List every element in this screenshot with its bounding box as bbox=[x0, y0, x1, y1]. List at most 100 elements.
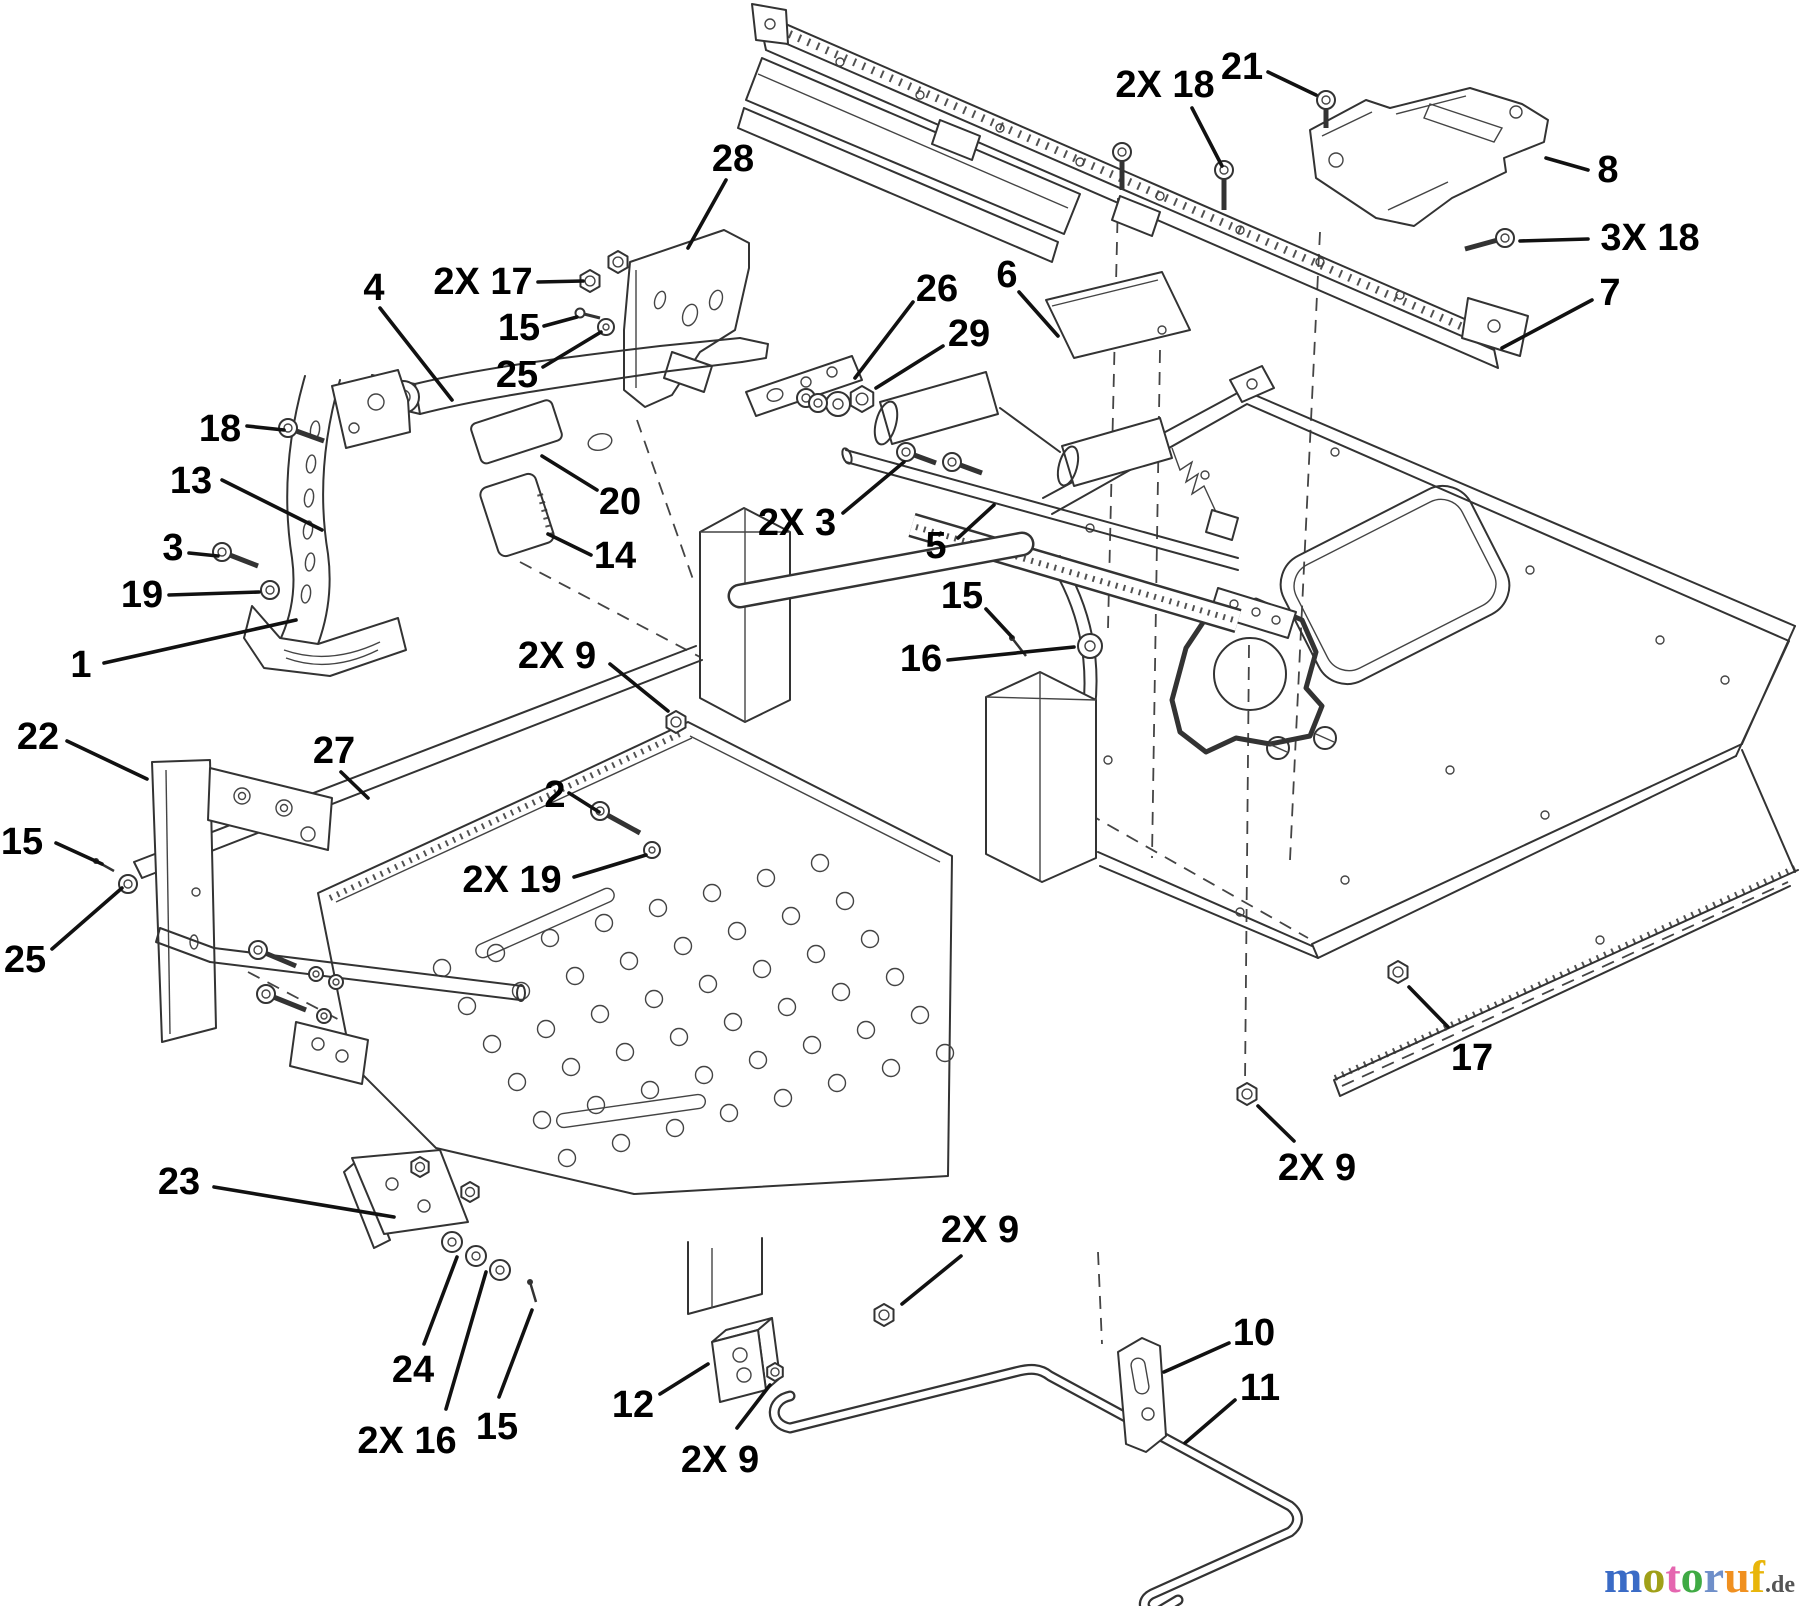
logo-letter: u bbox=[1724, 1551, 1750, 1602]
pan-hole bbox=[673, 936, 693, 956]
support-bracket-part13 bbox=[243, 369, 411, 677]
nut-glyph bbox=[579, 269, 601, 293]
callout-label: 29 bbox=[948, 313, 990, 355]
washer-glyph bbox=[1077, 633, 1103, 659]
callout-label: 13 bbox=[170, 460, 212, 502]
bolt-glyph bbox=[278, 418, 325, 444]
pan-hole bbox=[835, 891, 855, 911]
callout-label: 28 bbox=[712, 138, 754, 180]
washer-glyph bbox=[643, 841, 661, 859]
callout-leader bbox=[422, 1255, 459, 1346]
bolt-glyph bbox=[1214, 160, 1234, 210]
callout-leader bbox=[956, 503, 996, 540]
callout-leader bbox=[853, 300, 915, 380]
callout-leader bbox=[1162, 1341, 1231, 1374]
pan-hole bbox=[727, 921, 747, 941]
callout-leader bbox=[658, 1362, 710, 1396]
washer-glyph bbox=[328, 974, 344, 990]
callout-label: 6 bbox=[996, 254, 1017, 296]
callout-leader bbox=[1544, 156, 1590, 172]
callout-leader bbox=[686, 178, 728, 250]
callout-leader bbox=[1518, 237, 1590, 243]
callout-label: 10 bbox=[1233, 1312, 1275, 1354]
callout-label: 4 bbox=[363, 267, 384, 309]
hardware-glyphs bbox=[93, 90, 1515, 1382]
callout-leader bbox=[50, 886, 124, 951]
callout-label: 1 bbox=[70, 644, 91, 686]
bracket-plate-part8 bbox=[1309, 87, 1549, 227]
pan-hole bbox=[669, 1027, 689, 1047]
callout-leader bbox=[536, 279, 585, 284]
pan-hole bbox=[748, 1050, 768, 1070]
callout-leader bbox=[1190, 106, 1224, 168]
upper-bracket-part28 bbox=[623, 229, 863, 417]
callout-leader bbox=[541, 330, 603, 369]
callout-leader bbox=[65, 739, 149, 781]
nut-glyph bbox=[1236, 1082, 1258, 1106]
frame-rail-part27 bbox=[133, 645, 703, 879]
pan-hole bbox=[586, 1095, 606, 1115]
washer-glyph bbox=[489, 1259, 511, 1281]
callout-leader bbox=[444, 1270, 488, 1411]
pan-hole bbox=[557, 1148, 577, 1168]
pan-hole bbox=[810, 853, 830, 873]
callout-label: 3X 18 bbox=[1600, 217, 1699, 259]
callout-label: 16 bbox=[900, 638, 942, 680]
logo-letter: o bbox=[1642, 1551, 1665, 1602]
nut-glyph bbox=[849, 385, 875, 413]
washer-glyph bbox=[465, 1245, 487, 1267]
logo-letter: r bbox=[1704, 1551, 1724, 1602]
callout-leader bbox=[946, 645, 1076, 662]
callout-label: 2X 9 bbox=[941, 1209, 1019, 1251]
callout-leader bbox=[546, 532, 593, 557]
callout-label: 12 bbox=[612, 1384, 654, 1426]
nut-glyph bbox=[1387, 960, 1409, 984]
callout-leader bbox=[540, 454, 599, 492]
callout-leader bbox=[245, 424, 286, 432]
washer-glyph bbox=[308, 966, 324, 982]
callout-label: 2X 3 bbox=[758, 502, 836, 544]
callout-leader bbox=[1183, 1398, 1237, 1445]
bolt-glyph bbox=[212, 542, 259, 569]
slotted-bracket-part10 bbox=[1117, 1337, 1167, 1453]
callout-label: 2 bbox=[544, 774, 565, 816]
pan-hole bbox=[511, 981, 531, 1001]
callout-leader bbox=[841, 460, 906, 515]
pan-hole bbox=[611, 1133, 631, 1153]
callout-leader bbox=[900, 1254, 963, 1306]
pan-hole bbox=[644, 989, 664, 1009]
pan-hole bbox=[665, 1118, 685, 1138]
callout-label: 11 bbox=[1240, 1367, 1280, 1409]
pan-hole bbox=[806, 944, 826, 964]
pan-hole bbox=[457, 996, 477, 1016]
washer-glyph bbox=[808, 393, 828, 413]
pan-hole bbox=[594, 913, 614, 933]
bolt-glyph bbox=[1112, 142, 1132, 190]
pan-hole bbox=[827, 1073, 847, 1093]
pan-hole bbox=[648, 898, 668, 918]
logo-letter: f bbox=[1750, 1551, 1766, 1602]
pan-hole bbox=[532, 1110, 552, 1130]
washer-glyph bbox=[825, 391, 851, 417]
nut-glyph bbox=[460, 1181, 480, 1203]
callout-label: 8 bbox=[1597, 149, 1618, 191]
pan-hole bbox=[698, 974, 718, 994]
pan-hole bbox=[777, 997, 797, 1017]
callout-leader bbox=[339, 770, 370, 800]
pan-hole bbox=[752, 959, 772, 979]
callout-label: 15 bbox=[1, 821, 43, 863]
stabilizer-bar-part11 bbox=[768, 1363, 1303, 1606]
bolt-glyph bbox=[896, 442, 937, 466]
pan-hole bbox=[773, 1088, 793, 1108]
pan-hole bbox=[831, 982, 851, 1002]
logo-letter: o bbox=[1681, 1551, 1704, 1602]
callout-leader bbox=[1266, 70, 1318, 97]
callout-leader bbox=[378, 306, 454, 402]
callout-label: 19 bbox=[121, 574, 163, 616]
callout-leader bbox=[187, 551, 220, 558]
lower-channel-and-block12 bbox=[687, 1237, 781, 1403]
left-bracket-part22 bbox=[151, 759, 526, 1085]
pan-hole bbox=[694, 1065, 714, 1085]
callout-label: 21 bbox=[1221, 46, 1263, 88]
